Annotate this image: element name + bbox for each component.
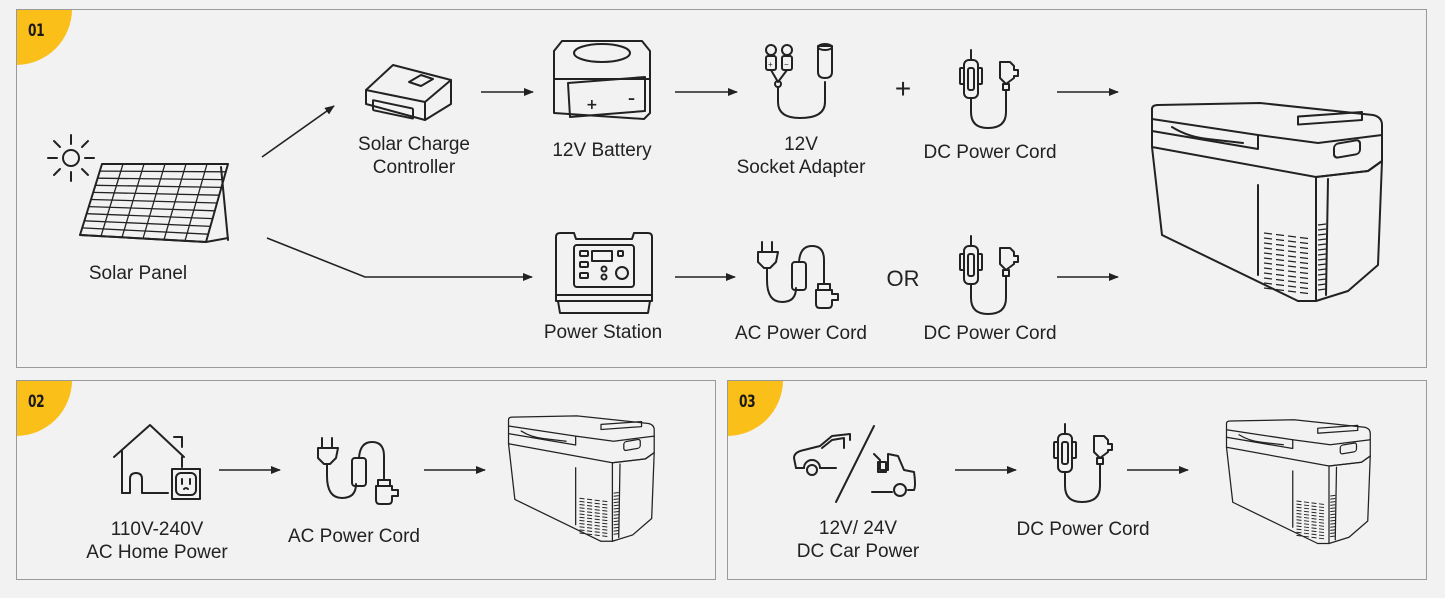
ac-power-cord-icon [756, 240, 852, 310]
charge-controller-icon [363, 62, 455, 124]
step-badge: 03 [728, 381, 783, 436]
plus-connector: + [894, 73, 912, 104]
label-dc-power-cord-top: DC Power Cord [923, 142, 1057, 163]
power-station-icon [554, 231, 654, 317]
dc-power-cord-icon [956, 48, 1026, 130]
label-dc-power-cord: DC Power Cord [1016, 519, 1150, 540]
label-solar-panel: Solar Panel [88, 263, 188, 284]
portable-fridge-icon [506, 415, 658, 549]
dc-power-cord-icon [956, 234, 1026, 316]
portable-fridge-icon [1148, 102, 1388, 313]
label-home-power: 110V-240V AC Home Power [86, 519, 228, 563]
svg-text:−: − [784, 60, 789, 69]
step-badge: 02 [17, 381, 72, 436]
ac-power-cord-icon [316, 436, 412, 506]
battery-icon: + – [550, 39, 654, 121]
dc-power-cord-icon [1050, 422, 1120, 504]
panel-02: 02 [16, 380, 716, 580]
panel-03: 03 [727, 380, 1427, 580]
step-badge: 01 [17, 10, 72, 65]
socket-adapter-icon: +− [762, 42, 840, 122]
label-car-power: 12V/ 24V DC Car Power [796, 518, 920, 562]
label-dc-power-cord-bottom: DC Power Cord [923, 323, 1057, 344]
or-connector: OR [886, 266, 920, 291]
svg-text:–: – [628, 91, 635, 107]
svg-text:+: + [586, 97, 598, 113]
label-ac-power-cord: AC Power Cord [288, 526, 420, 547]
car-truck-icon [792, 424, 920, 504]
house-outlet-icon [112, 423, 204, 503]
solar-panel-icon [78, 162, 230, 247]
portable-fridge-icon [1224, 419, 1374, 551]
label-socket-adapter: 12V Socket Adapter [736, 134, 866, 178]
label-ac-power-cord: AC Power Cord [735, 323, 867, 344]
svg-text:+: + [768, 60, 773, 69]
label-charge-controller: Solar Charge Controller [358, 134, 470, 178]
label-battery: 12V Battery [552, 140, 652, 161]
sun-icon [46, 133, 96, 183]
label-power-station: Power Station [543, 322, 663, 343]
panel-01: 01 [16, 9, 1427, 368]
